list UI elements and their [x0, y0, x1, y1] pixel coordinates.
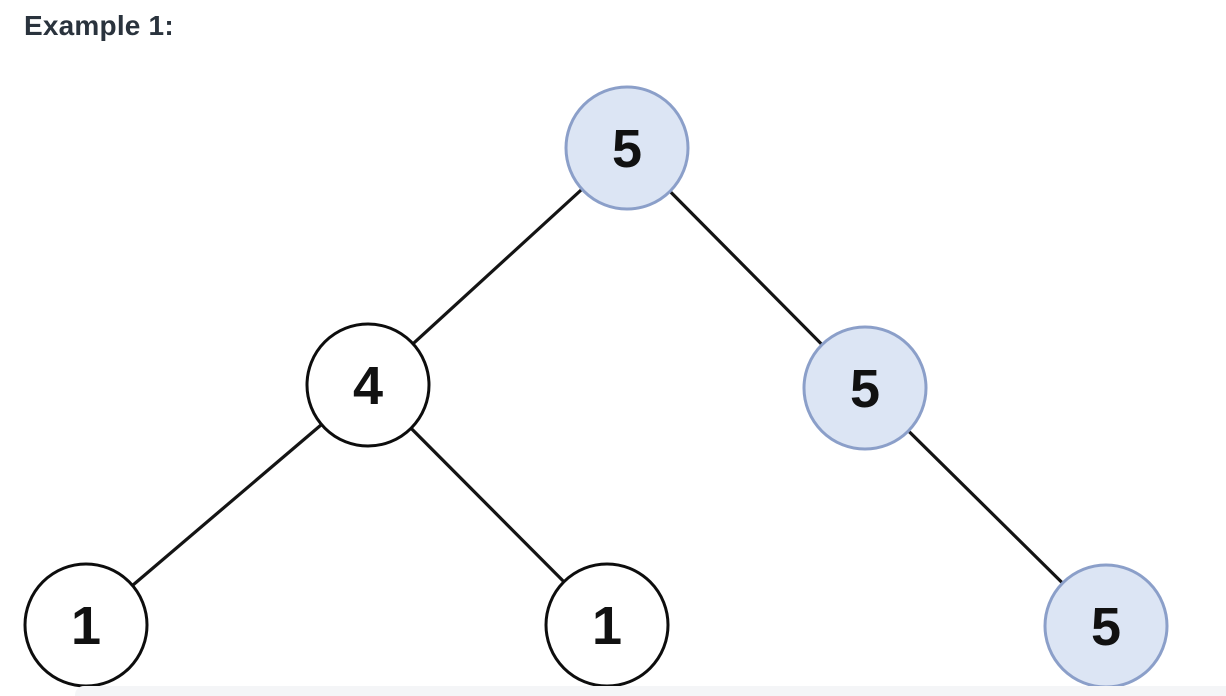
tree-node-circle-highlighted	[802, 325, 928, 451]
tree-node-b5: 5	[1043, 563, 1169, 689]
tree-node-value: 5	[850, 359, 880, 419]
tree-node-circle-highlighted	[564, 85, 690, 211]
code-block-top-edge	[75, 686, 1226, 696]
tree-node-value: 5	[1091, 597, 1121, 657]
tree-node-value: 1	[71, 596, 101, 656]
tree-node-r5: 5	[802, 325, 928, 451]
tree-node-l1: 1	[23, 562, 149, 688]
tree-node-n4: 4	[305, 322, 431, 448]
tree-node-value: 4	[353, 356, 383, 416]
tree-node-value: 1	[592, 596, 622, 656]
tree-node-root5: 5	[564, 85, 690, 211]
example-heading: Example 1:	[24, 10, 174, 41]
tree-node-m1: 1	[544, 562, 670, 688]
tree-node-value: 5	[612, 119, 642, 179]
tree-node-circle	[305, 322, 431, 448]
